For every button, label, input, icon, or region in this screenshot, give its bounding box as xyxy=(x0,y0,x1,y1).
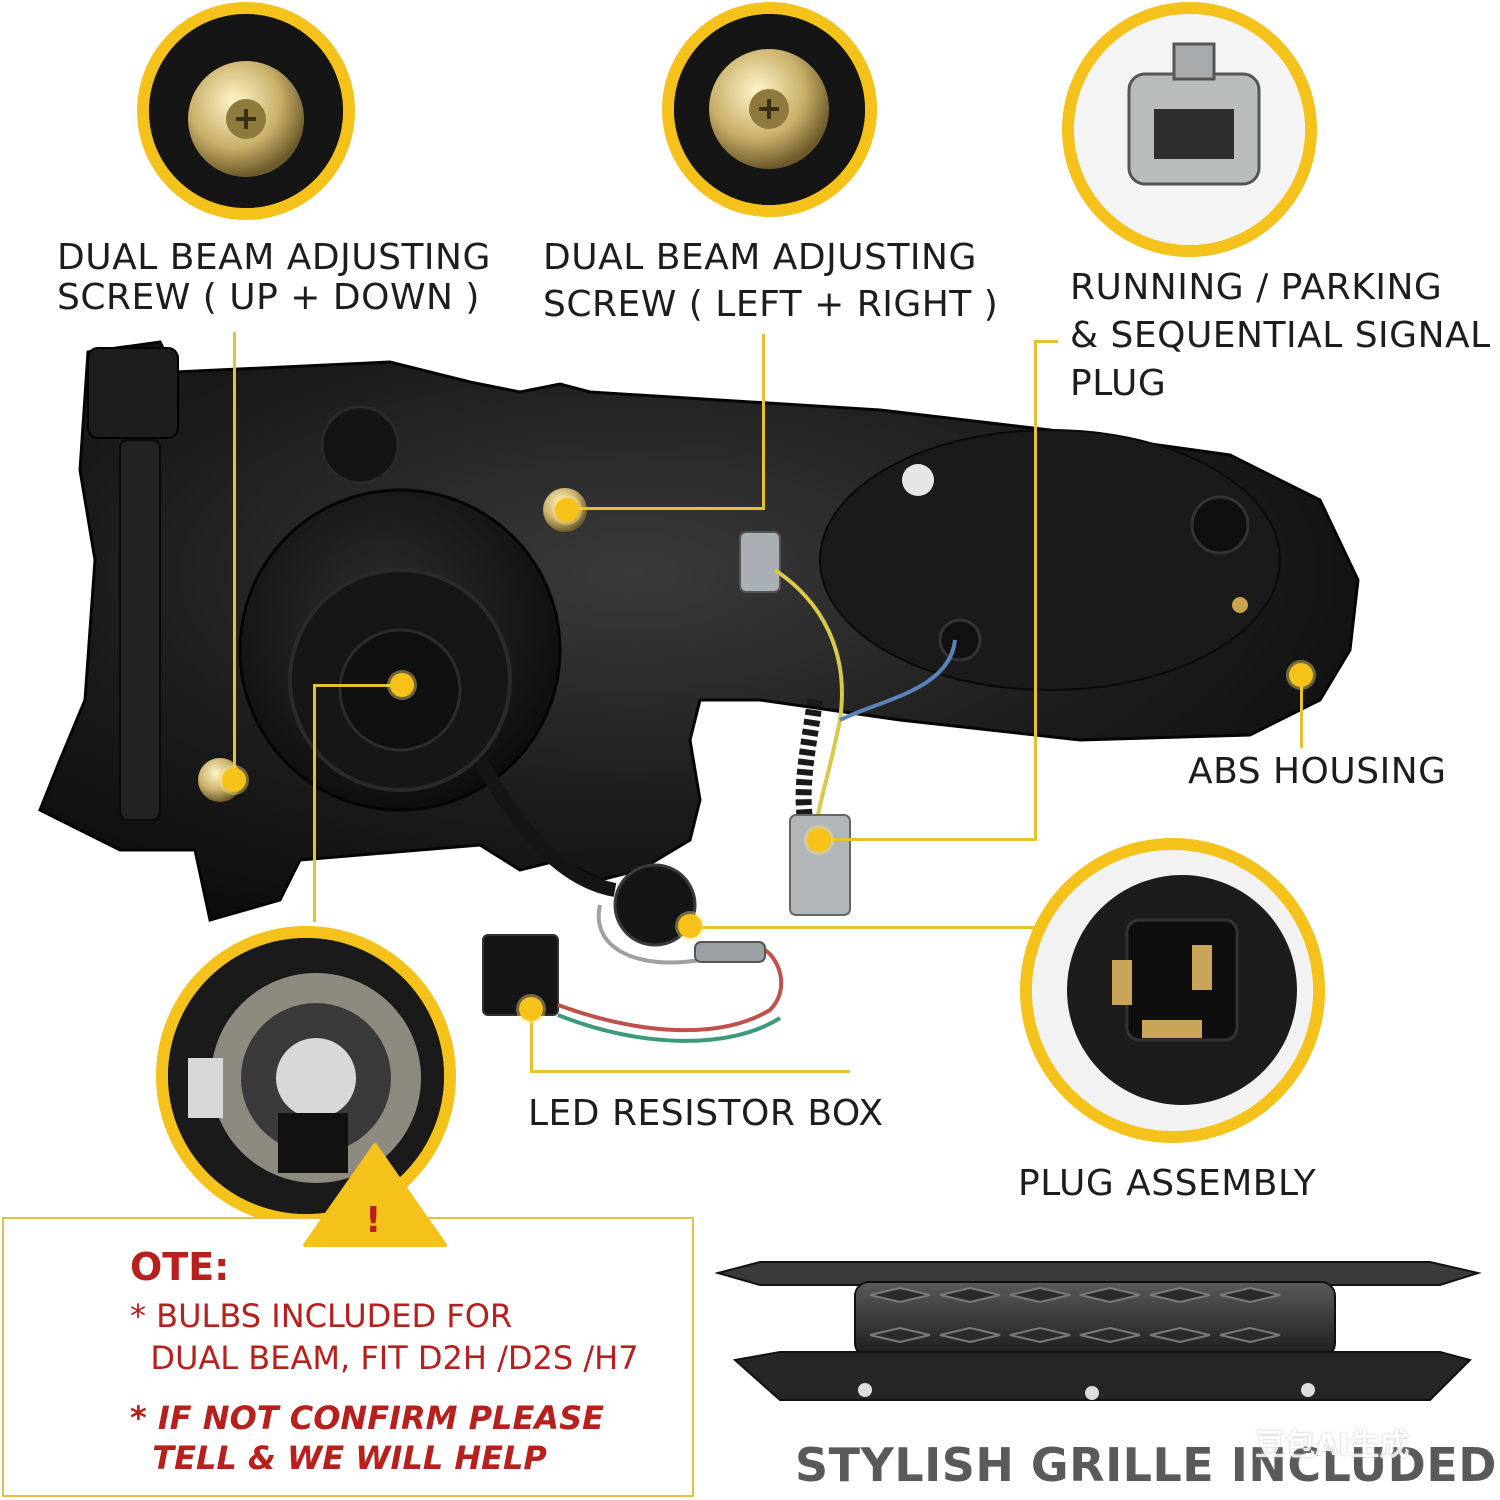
note-confirm-line1: * IF NOT CONFIRM PLEASE xyxy=(130,1399,604,1437)
marker-updown xyxy=(222,768,246,792)
label-plug-assembly: PLUG ASSEMBLY xyxy=(1018,1163,1317,1204)
marker-plug-assembly xyxy=(678,914,702,938)
watermark: 豆包AI生成 xyxy=(1255,1428,1410,1463)
note-title: OTE: xyxy=(130,1245,230,1289)
zoom-leftright-screw xyxy=(662,2,877,217)
zoom-plug-assembly xyxy=(1020,838,1325,1143)
leader-resistor-h xyxy=(530,1070,850,1073)
warning-triangle-icon xyxy=(303,1143,447,1247)
leader-updown xyxy=(233,332,236,780)
grille-caption: STYLISH GRILLE INCLUDED xyxy=(795,1438,1497,1492)
zoom-signal-plug xyxy=(1062,2,1317,257)
marker-resistor xyxy=(519,997,543,1021)
label-running-line3: PLUG xyxy=(1070,363,1167,404)
label-abs-housing: ABS HOUSING xyxy=(1188,751,1447,792)
marker-bulb xyxy=(390,673,414,697)
leader-resistor-v xyxy=(530,1010,533,1072)
marker-abs xyxy=(1289,663,1313,687)
leader-bulb-h xyxy=(313,684,403,687)
leader-signal-v xyxy=(1034,340,1037,840)
zoom-updown-screw xyxy=(137,2,355,220)
label-leftright-line2: SCREW ( LEFT + RIGHT ) xyxy=(543,284,999,325)
leader-plug-h xyxy=(690,926,1035,929)
leader-abs xyxy=(1300,676,1303,748)
leader-leftright-v xyxy=(762,334,765,510)
leader-signal-h xyxy=(828,838,1037,841)
leader-signal-top xyxy=(1034,340,1058,343)
note-box xyxy=(2,1217,694,1497)
label-running-line2: & SEQUENTIAL SIGNAL xyxy=(1070,315,1491,356)
warning-symbol: ! xyxy=(365,1200,382,1241)
marker-signal-plug xyxy=(807,828,831,852)
label-updown-line1: DUAL BEAM ADJUSTING xyxy=(57,237,491,278)
label-leftright-line1: DUAL BEAM ADJUSTING xyxy=(543,237,977,278)
note-confirm-line2: TELL & WE WILL HELP xyxy=(130,1439,547,1477)
zoom-h7-socket xyxy=(156,926,456,1226)
label-resistor-box: LED RESISTOR BOX xyxy=(528,1093,884,1134)
note-bulbs-line2: DUAL BEAM, FIT D2H /D2S /H7 xyxy=(130,1339,639,1377)
label-updown-line2: SCREW ( UP + DOWN ) xyxy=(57,277,480,318)
note-bulbs-line1: * BULBS INCLUDED FOR xyxy=(130,1297,513,1335)
leader-bulb-v xyxy=(313,686,316,922)
leader-leftright-h xyxy=(577,507,764,510)
grille-illustration xyxy=(714,1261,1482,1401)
label-running-line1: RUNNING / PARKING xyxy=(1070,267,1443,308)
marker-leftright xyxy=(555,498,579,522)
